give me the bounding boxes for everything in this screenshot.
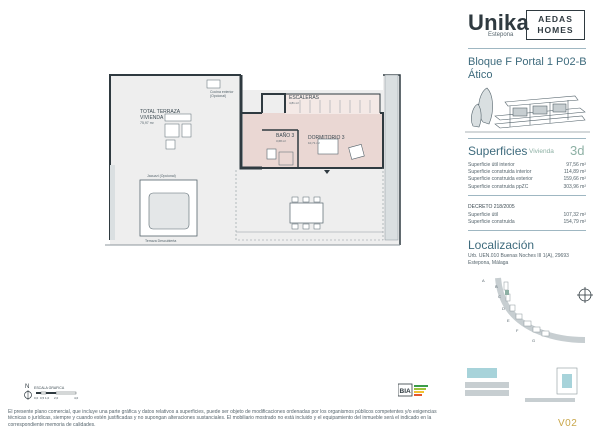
stair-treads bbox=[299, 100, 371, 113]
label-bath-area: 3,68 m² bbox=[276, 139, 286, 143]
location-title: Localización bbox=[468, 238, 535, 252]
bedroom-walls bbox=[262, 112, 384, 169]
graphic-scale: N ESCALA GRAFICA 0,0 0,5 1,0 2,0 4,0 bbox=[24, 384, 79, 400]
scale-tick: 0,5 bbox=[40, 396, 45, 400]
map-label-g: G bbox=[532, 338, 535, 343]
scale-label: ESCALA GRAFICA bbox=[34, 386, 65, 390]
interior-walls bbox=[239, 75, 262, 170]
energy-rating-icon: BIA bbox=[398, 383, 428, 397]
outdoor-kitchen bbox=[206, 79, 221, 89]
surface-label: Superficie construida exterior bbox=[468, 176, 533, 182]
bed bbox=[317, 138, 339, 155]
dining-table bbox=[289, 202, 324, 224]
planter bbox=[384, 74, 399, 241]
label-bedroom-area: 10,71 m² bbox=[308, 141, 320, 145]
bath-shower bbox=[278, 151, 294, 166]
map-label-c: C bbox=[498, 294, 501, 299]
label-kitchen: Cocina exterior bbox=[210, 90, 234, 94]
label-stairs: ESCALERAS bbox=[289, 95, 320, 101]
compass-label: N bbox=[25, 384, 29, 390]
label-kitchen-opt: (Opcional) bbox=[210, 94, 226, 98]
surface-label: Superficie construida interior bbox=[468, 169, 532, 175]
decree-row: Superficie útil 107,32 m² bbox=[468, 212, 586, 218]
decree-label: Superficie útil bbox=[468, 212, 499, 218]
brand-name: Unika bbox=[468, 10, 529, 35]
decree-title: DECRETO 218/2005 bbox=[468, 204, 515, 210]
surface-value: 97,56 m² bbox=[566, 162, 586, 168]
decree-divider bbox=[468, 230, 586, 231]
label-stairs-area: 4,81 m² bbox=[289, 101, 299, 105]
dwelling-type-value: 3d bbox=[570, 143, 585, 158]
map-label-a: A bbox=[482, 278, 485, 283]
address-line1: Urb. UEN.010 Buenas Noches III 1(A), 296… bbox=[468, 253, 569, 259]
label-bedroom: DORMITORIO 3 bbox=[308, 135, 345, 141]
unit-title: Bloque F Portal 1 P02-B bbox=[468, 56, 587, 68]
armchair bbox=[348, 144, 365, 160]
jacuzzi-inner bbox=[148, 192, 190, 230]
door-marker bbox=[324, 170, 330, 174]
floor-plan: Cocina exterior (Opcional) TOTAL TERRAZA… bbox=[105, 74, 401, 246]
legal-disclaimer: El presente plano comercial, que incluye… bbox=[8, 409, 437, 428]
illustration-divider bbox=[468, 138, 586, 139]
dwelling-type-label: Vivienda bbox=[529, 148, 554, 155]
stairs-wall bbox=[261, 93, 286, 113]
surfaces-divider bbox=[468, 195, 586, 196]
decree-row: Superficie construida 154,79 m² bbox=[468, 219, 586, 225]
map-label-e: E bbox=[507, 318, 510, 323]
interior-floor bbox=[243, 113, 383, 168]
surface-row: Superficie construida interior 114,89 m² bbox=[468, 169, 586, 175]
pergola-outline bbox=[235, 168, 384, 241]
map-label-d: D bbox=[502, 306, 505, 311]
surfaces-title: Superficies bbox=[468, 144, 528, 158]
site-plan-map: A B C D E F G bbox=[482, 277, 586, 343]
label-terrace-total: TOTAL TERRAZA bbox=[140, 109, 181, 115]
header-divider bbox=[468, 48, 586, 49]
map-label-f: F bbox=[516, 328, 519, 333]
developer-logo: AEDAS HOMES bbox=[526, 10, 585, 40]
address-line2: Estepona, Málaga bbox=[468, 260, 509, 266]
bath-sink bbox=[266, 148, 277, 160]
surface-row: Superficie construida exterior 159,66 m² bbox=[468, 176, 586, 182]
energy-label: BIA bbox=[400, 388, 412, 395]
decree-value: 154,79 m² bbox=[563, 219, 586, 225]
surface-row: Superficie útil interior 97,56 m² bbox=[468, 162, 586, 168]
decree-label: Superficie construida bbox=[468, 219, 515, 225]
surface-row: Superficie construida ppZC 303,96 m² bbox=[468, 184, 586, 190]
lounge-set bbox=[164, 113, 192, 150]
label-terrace-area: 75,97 m² bbox=[140, 121, 155, 125]
scale-tick: 0,0 bbox=[34, 396, 39, 400]
surface-label: Superficie útil interior bbox=[468, 162, 515, 168]
brand-location: Estepona bbox=[488, 32, 514, 38]
label-open-terrace: Terraza Descubierta bbox=[145, 239, 176, 243]
map-label-b: B bbox=[495, 284, 498, 289]
developer-line2: HOMES bbox=[537, 25, 574, 35]
surface-value: 114,89 m² bbox=[563, 169, 586, 175]
scale-tick: 2,0 bbox=[54, 396, 59, 400]
stairs-outline bbox=[285, 93, 381, 113]
compass-icon bbox=[577, 287, 593, 303]
stairs-floor bbox=[285, 94, 380, 114]
decree-value: 107,32 m² bbox=[563, 212, 586, 218]
surface-value: 303,96 m² bbox=[563, 184, 586, 190]
unit-subtitle: Ático bbox=[468, 69, 493, 81]
surface-value: 159,66 m² bbox=[563, 176, 586, 182]
label-bath: BAÑO 3 bbox=[276, 132, 295, 139]
building-illustration bbox=[465, 87, 590, 133]
key-plan bbox=[465, 367, 578, 402]
surface-label: Superficie construida ppZC bbox=[468, 184, 529, 190]
label-terrace-vivienda: VIVIENDA bbox=[140, 115, 164, 121]
terrace-edge bbox=[110, 165, 115, 240]
label-jacuzzi: Jacuzzi (Opcional) bbox=[147, 174, 176, 178]
dining-chairs bbox=[291, 196, 321, 230]
site-plan-highlight bbox=[505, 290, 509, 295]
scale-tick: 4,0 bbox=[74, 396, 79, 400]
developer-line1: AEDAS bbox=[538, 14, 573, 24]
plan-code: V02 bbox=[558, 418, 578, 429]
scale-tick: 1,0 bbox=[45, 396, 50, 400]
